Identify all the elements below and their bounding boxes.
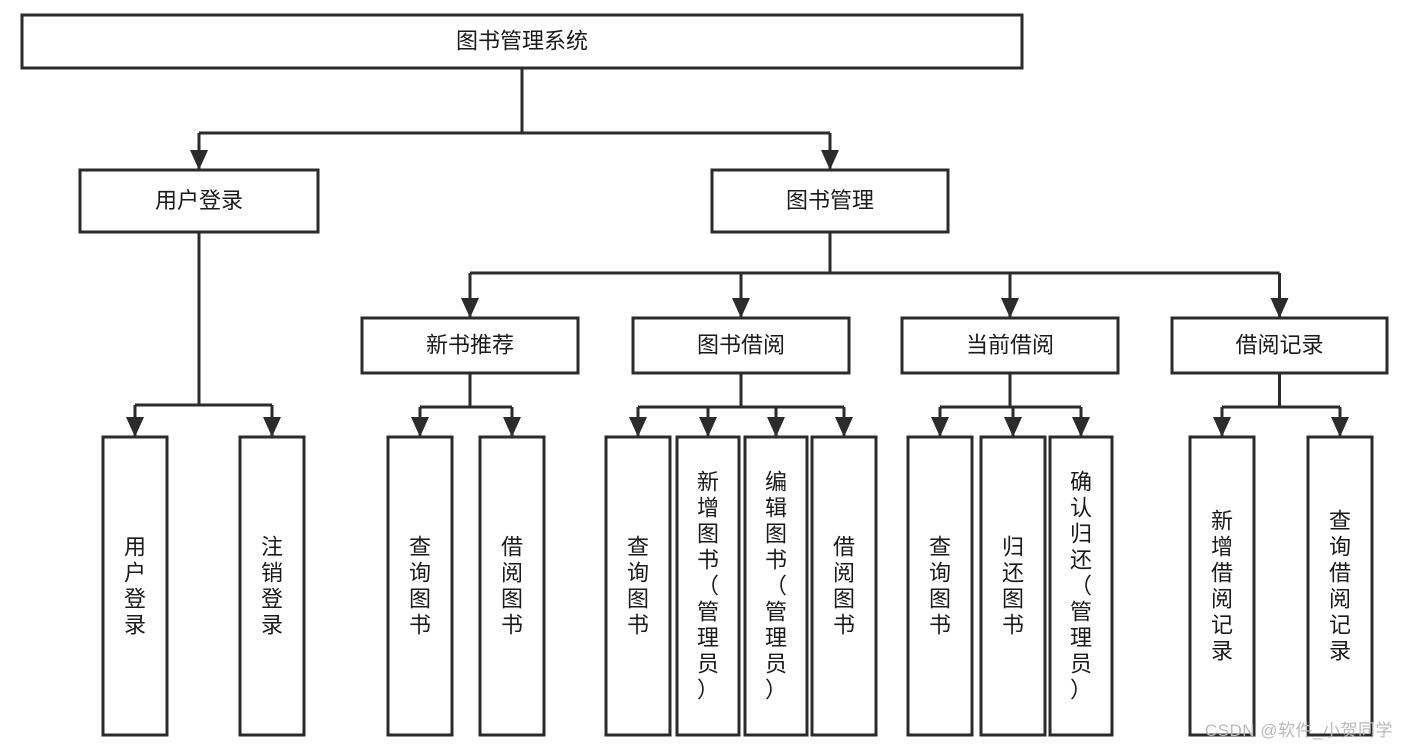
leaf-node[interactable]: 查询图书 — [604, 435, 672, 737]
arrow-head-icon — [699, 417, 717, 437]
leaf-box[interactable] — [906, 435, 974, 737]
branch-box[interactable] — [710, 168, 950, 234]
leaf-label: 借阅图书 — [833, 534, 855, 637]
leaf-box[interactable] — [675, 435, 741, 737]
leaf-node[interactable]: 新增图书（管理员） — [675, 435, 741, 737]
arrow-head-icon — [190, 150, 208, 170]
leaf-box[interactable] — [604, 435, 672, 737]
arrow-head-icon — [821, 150, 839, 170]
branch-node[interactable]: 图书借阅 — [631, 316, 851, 375]
arrow-head-icon — [263, 417, 281, 437]
root-node[interactable]: 图书管理系统 — [20, 13, 1024, 70]
leaf-label: 查询图书 — [929, 534, 951, 637]
leaf-label: 借阅图书 — [501, 534, 523, 637]
leaf-node[interactable]: 新增借阅记录 — [1188, 435, 1256, 737]
arrow-head-icon — [503, 417, 521, 437]
leaf-box[interactable] — [810, 435, 878, 737]
arrow-head-icon — [835, 417, 853, 437]
arrow-head-icon — [461, 298, 479, 318]
root-box[interactable] — [20, 13, 1024, 70]
leaf-label: 查询图书 — [409, 534, 431, 637]
leaf-box[interactable] — [743, 435, 809, 737]
leaf-label: 用户登录 — [124, 534, 146, 637]
arrow-head-icon — [126, 417, 144, 437]
leaf-node[interactable]: 查询借阅记录 — [1306, 435, 1374, 737]
arrow-head-icon — [629, 417, 647, 437]
arrow-head-icon — [411, 417, 429, 437]
leaf-box[interactable] — [1188, 435, 1256, 737]
branch-node[interactable]: 用户登录 — [78, 168, 320, 234]
branch-node[interactable]: 当前借阅 — [900, 316, 1120, 375]
connector-layer — [126, 68, 1349, 437]
arrow-head-icon — [1004, 417, 1022, 437]
leaf-node[interactable]: 借阅图书 — [810, 435, 878, 737]
leaf-node[interactable]: 归还图书 — [979, 435, 1047, 737]
leaf-label: 归还图书 — [1002, 534, 1024, 637]
branch-box[interactable] — [1170, 316, 1389, 375]
leaf-box[interactable] — [478, 435, 546, 737]
leaf-label: 确认归还（管理员） — [1070, 469, 1092, 702]
leaf-label: 注销登录 — [261, 534, 283, 637]
leaf-label: 新增图书（管理员） — [697, 469, 719, 702]
leaf-box[interactable] — [1048, 435, 1114, 737]
node-layer: 图书管理系统用户登录图书管理新书推荐图书借阅当前借阅借阅记录用户登录注销登录查询… — [20, 13, 1389, 737]
arrow-head-icon — [1001, 298, 1019, 318]
arrow-head-icon — [1072, 417, 1090, 437]
arrow-head-icon — [1331, 417, 1349, 437]
arrow-head-icon — [732, 298, 750, 318]
leaf-label: 查询图书 — [627, 534, 649, 637]
leaf-node[interactable]: 确认归还（管理员） — [1048, 435, 1114, 737]
branch-box[interactable] — [631, 316, 851, 375]
branch-label: 用户登录 — [155, 188, 243, 213]
leaf-node[interactable]: 用户登录 — [101, 435, 169, 737]
leaf-box[interactable] — [101, 435, 169, 737]
arrow-head-icon — [1213, 417, 1231, 437]
leaf-box[interactable] — [979, 435, 1047, 737]
leaf-node[interactable]: 查询图书 — [906, 435, 974, 737]
branch-label: 借阅记录 — [1235, 332, 1323, 357]
branch-node[interactable]: 借阅记录 — [1170, 316, 1389, 375]
branch-box[interactable] — [900, 316, 1120, 375]
leaf-node[interactable]: 注销登录 — [238, 435, 306, 737]
branch-label: 新书推荐 — [426, 332, 514, 357]
root-label: 图书管理系统 — [456, 28, 588, 53]
leaf-box[interactable] — [386, 435, 454, 737]
arrow-head-icon — [767, 417, 785, 437]
watermark-text: CSDN @软件_小贺同学 — [1204, 721, 1393, 740]
branch-label: 当前借阅 — [966, 332, 1054, 357]
leaf-node[interactable]: 编辑图书（管理员） — [743, 435, 809, 737]
branch-label: 图书管理 — [786, 188, 874, 213]
leaf-box[interactable] — [1306, 435, 1374, 737]
branch-node[interactable]: 图书管理 — [710, 168, 950, 234]
leaf-box[interactable] — [238, 435, 306, 737]
branch-node[interactable]: 新书推荐 — [360, 316, 580, 375]
branch-label: 图书借阅 — [697, 332, 785, 357]
leaf-node[interactable]: 借阅图书 — [478, 435, 546, 737]
branch-box[interactable] — [360, 316, 580, 375]
arrow-head-icon — [931, 417, 949, 437]
leaf-label: 查询借阅记录 — [1329, 508, 1351, 663]
arrow-head-icon — [1270, 298, 1289, 318]
leaf-label: 新增借阅记录 — [1211, 508, 1233, 663]
leaf-node[interactable]: 查询图书 — [386, 435, 454, 737]
branch-box[interactable] — [78, 168, 320, 234]
leaf-label: 编辑图书（管理员） — [765, 469, 787, 702]
